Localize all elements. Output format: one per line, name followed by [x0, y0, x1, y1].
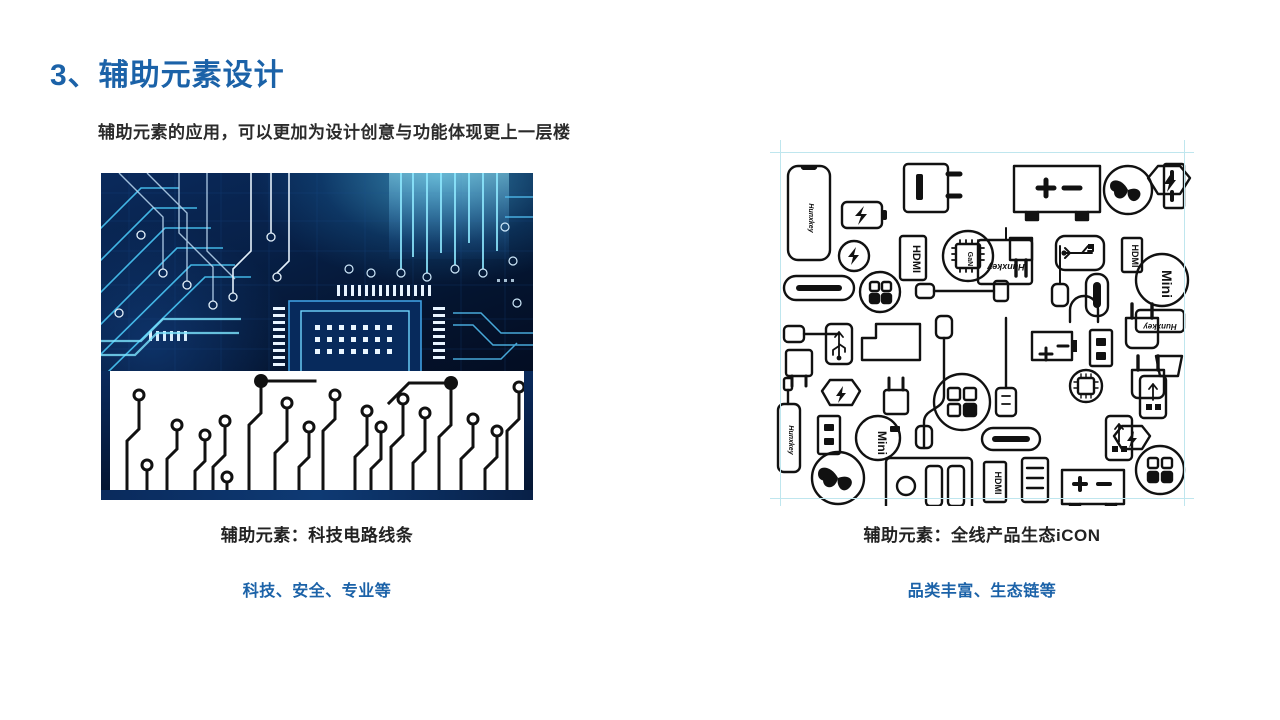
power-station-2-icon: [1060, 468, 1126, 506]
svg-text:HDMI: HDMI: [993, 472, 1003, 495]
tagline-circuit-lines: 科技、安全、专业等: [242, 583, 392, 600]
svg-text:Hunxkey: Hunxkey: [807, 203, 814, 233]
cable-loop-icon: [1068, 294, 1100, 324]
svg-text:HDMI: HDMI: [1130, 245, 1140, 268]
socket-strip-icon: [1020, 456, 1050, 504]
dual-port-charger-icon: [884, 456, 974, 506]
chip-circle-2-icon: [1068, 368, 1104, 404]
bolt-tag-icon: [890, 426, 900, 432]
svg-text:HDMI: HDMI: [910, 245, 922, 273]
charger-hunxkey-right-icon: Hunxkey: [1134, 308, 1186, 334]
page-title: 3、辅助元素设计: [50, 59, 285, 92]
power-station-icon: [1012, 164, 1102, 222]
smartphone-icon: Hunxkey: [786, 164, 832, 262]
four-squares-circle-icon: [858, 270, 902, 314]
mini-charger-icon: [784, 348, 814, 388]
usb-c-port-icon: [782, 274, 856, 302]
pcb-right-edge: [524, 371, 533, 500]
bolt-shield-icon: [1146, 164, 1192, 196]
usb-a-port-icon: [1104, 414, 1134, 462]
slim-power-bank-icon: [1088, 328, 1114, 368]
usb-c-cable-icon: [914, 279, 1010, 303]
mini-circle-icon: Mini: [1134, 252, 1190, 308]
usb-c-connector-left-icon: [782, 324, 840, 344]
svg-text:Hunxkey: Hunxkey: [986, 262, 1025, 272]
page-subtitle: 辅助元素的应用，可以更加为设计创意与功能体现更上一层楼: [98, 123, 571, 142]
svg-text:Hunxkey: Hunxkey: [1143, 322, 1177, 331]
pcb-traces-svg: [101, 173, 533, 373]
svg-text:GaN: GaN: [966, 252, 973, 266]
usb-c-cable-long-icon: [914, 314, 954, 450]
power-bank-hunxkey-icon: Hunxkey: [776, 376, 802, 474]
mini-circle-2-icon: Mini: [854, 414, 902, 462]
hdmi-port-icon: HDMI: [898, 234, 928, 282]
pcb-black-traces-svg: [125, 374, 525, 491]
pcb-left-edge: [101, 371, 110, 500]
slim-bank-icon: [816, 414, 842, 456]
svg-text:Hunxkey: Hunxkey: [787, 425, 794, 455]
four-squares-circle-3-icon: [1134, 444, 1186, 496]
power-strip-icon: [1162, 162, 1186, 210]
bolt-shield-right-icon: [1112, 424, 1152, 451]
aa-battery-icon: [1030, 330, 1077, 362]
charger-box-hunxkey-icon: Hunxkey: [976, 227, 1034, 286]
tagline-product-icons: 品类丰富、生态链等: [907, 583, 1057, 600]
pcb-footer-strip: [101, 490, 533, 500]
svg-text:Mini: Mini: [1159, 270, 1175, 298]
usb-badge-icon: [824, 322, 854, 366]
guide-line-right: [1184, 140, 1185, 506]
wall-charger-icon: [902, 162, 963, 214]
hdmi-tag-2-icon: HDMI: [982, 460, 1008, 504]
wall-charger-angled-icon: [860, 322, 922, 362]
usb-a-badge-icon: [1054, 234, 1106, 272]
pcb-white-panel: [109, 371, 525, 492]
pcb-photo-upper: [101, 173, 533, 373]
product-icon-sheet-svg: Hunxkey: [776, 162, 1192, 506]
guide-line-top: [770, 152, 1194, 153]
bolt-circle-icon: [837, 239, 871, 273]
figure-product-icons: Hunxkey: [770, 140, 1194, 506]
gan-chip-icon: GaN: [941, 229, 995, 283]
svg-text:Mini: Mini: [875, 431, 889, 455]
caption-product-icons: 辅助元素：全线产品生态iCON: [863, 526, 1101, 545]
usb-c-male-icon: [1050, 245, 1070, 308]
usb-c-port-2-icon: [980, 426, 1042, 452]
fan-circle-icon: [1102, 164, 1154, 216]
figure-circuit-lines: [101, 173, 533, 500]
four-squares-circle-2-icon: [932, 372, 992, 432]
battery-bolt-icon: [840, 200, 887, 230]
fan-circle-2-icon: [810, 450, 866, 506]
caption-circuit-lines: 辅助元素：科技电路线条: [220, 526, 414, 545]
small-plug-icon: [882, 376, 910, 416]
bolt-shield-small-icon: [820, 378, 862, 407]
guide-line-bottom: [770, 498, 1194, 499]
usb-a-connector-right-icon: [1138, 374, 1168, 420]
usb-a-cable-right-icon: [994, 316, 1018, 418]
car-charger-icon: [1154, 354, 1184, 378]
hdmi-tag-icon: HDMI: [1120, 236, 1144, 274]
guide-line-left: [780, 140, 781, 506]
